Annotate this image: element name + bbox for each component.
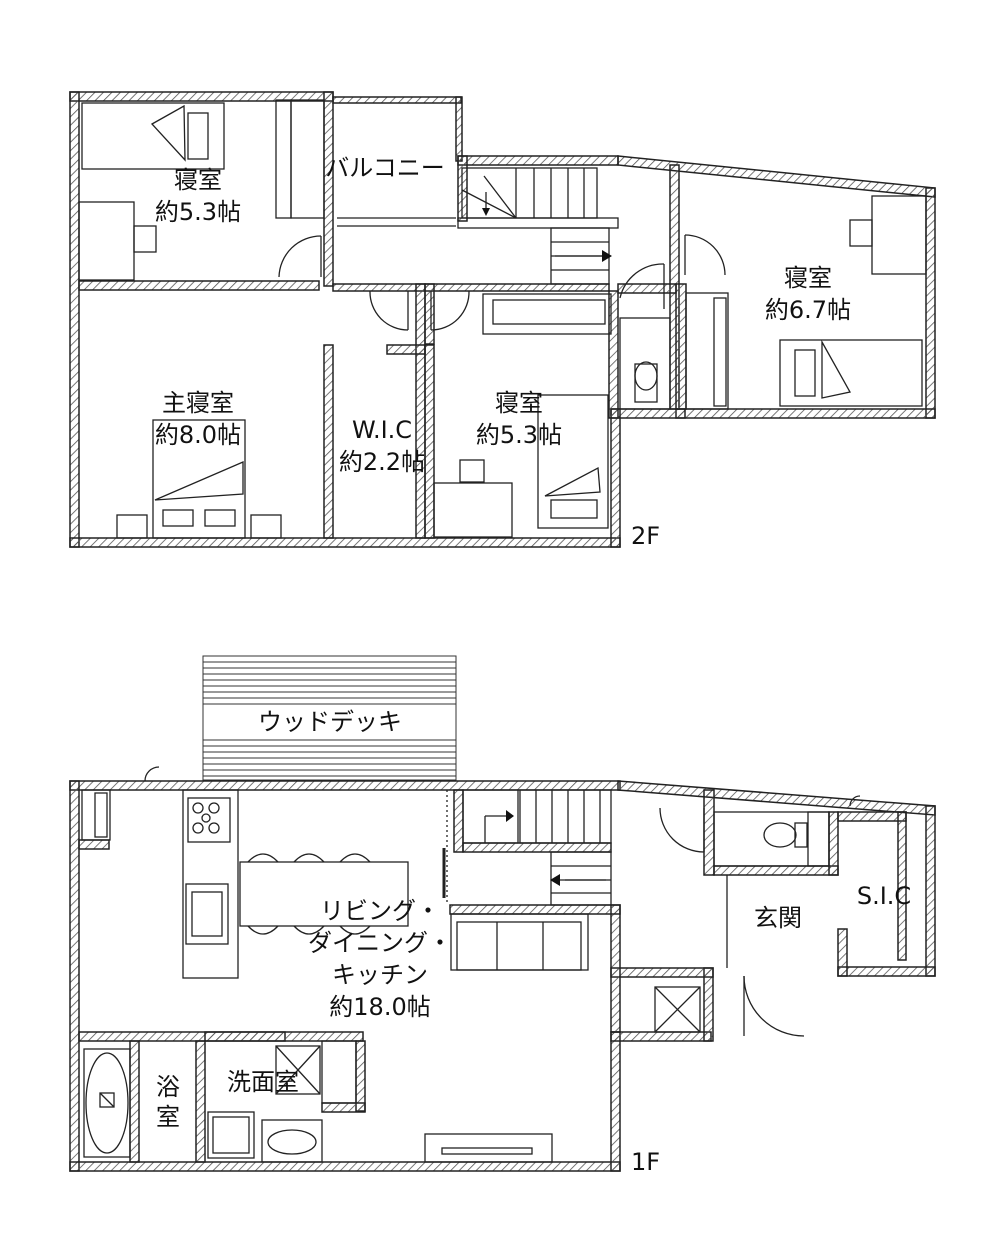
room-size: 約5.3帖 bbox=[154, 198, 242, 226]
room-label-bedroom-east: 寝室 約6.7帖 bbox=[765, 262, 851, 326]
room-name: 洗面室 bbox=[227, 1068, 299, 1096]
wood-deck-hatch bbox=[202, 655, 457, 781]
room-name: 主寝室 bbox=[161, 389, 234, 417]
room-label-wic: W.I.C 約2.2帖 bbox=[339, 414, 425, 478]
floor-label-2f: 2F bbox=[631, 522, 661, 550]
room-name-line2: ダイニング・ bbox=[308, 929, 452, 957]
room-label-master-bedroom: 主寝室 約8.0帖 bbox=[155, 387, 241, 451]
room-name: 寝室 bbox=[173, 166, 222, 194]
room-name: S.I.C bbox=[856, 882, 912, 910]
room-name: 寝室 bbox=[494, 389, 543, 417]
second-floor-walls bbox=[69, 91, 936, 548]
room-name: 寝室 bbox=[783, 264, 832, 292]
first-floor-stair-arrows bbox=[506, 810, 560, 886]
first-floor-fixtures bbox=[81, 766, 861, 1163]
room-size: 約5.3帖 bbox=[475, 421, 563, 449]
room-label-bedroom-mid: 寝室 約5.3帖 bbox=[476, 387, 562, 451]
room-label-entrance: 玄関 bbox=[754, 902, 802, 934]
room-size: 約8.0帖 bbox=[154, 421, 242, 449]
room-label-balcony: バルコニー bbox=[325, 152, 445, 184]
room-name: 玄関 bbox=[754, 904, 802, 932]
second-floor-fixtures bbox=[78, 99, 927, 539]
room-size: 約18.0帖 bbox=[329, 993, 431, 1021]
room-name: W.I.C bbox=[351, 416, 413, 444]
room-size: 約6.7帖 bbox=[764, 296, 852, 324]
room-name: バルコニー bbox=[325, 154, 445, 182]
first-floor-walls bbox=[69, 780, 936, 1172]
room-name-char: 浴 bbox=[156, 1073, 180, 1101]
room-label-ldk: リビング・ ダイニング・ キッチン 約18.0帖 bbox=[308, 895, 452, 1023]
wood-deck-label: ウッドデッキ bbox=[258, 708, 402, 736]
room-name-line1: リビング・ bbox=[320, 897, 440, 925]
room-label-washroom: 洗面室 bbox=[227, 1066, 299, 1098]
room-label-bathroom: 浴 室 bbox=[155, 1072, 181, 1132]
floor-label-1f: 1F bbox=[631, 1148, 661, 1176]
room-name-char: 室 bbox=[156, 1103, 180, 1131]
room-size: 約2.2帖 bbox=[338, 448, 426, 476]
room-name-line3: キッチン bbox=[332, 961, 428, 989]
room-label-bedroom-nw: 寝室 約5.3帖 bbox=[155, 164, 241, 228]
room-label-sic: S.I.C bbox=[857, 880, 911, 912]
second-floor-stair-arrows bbox=[482, 208, 612, 262]
